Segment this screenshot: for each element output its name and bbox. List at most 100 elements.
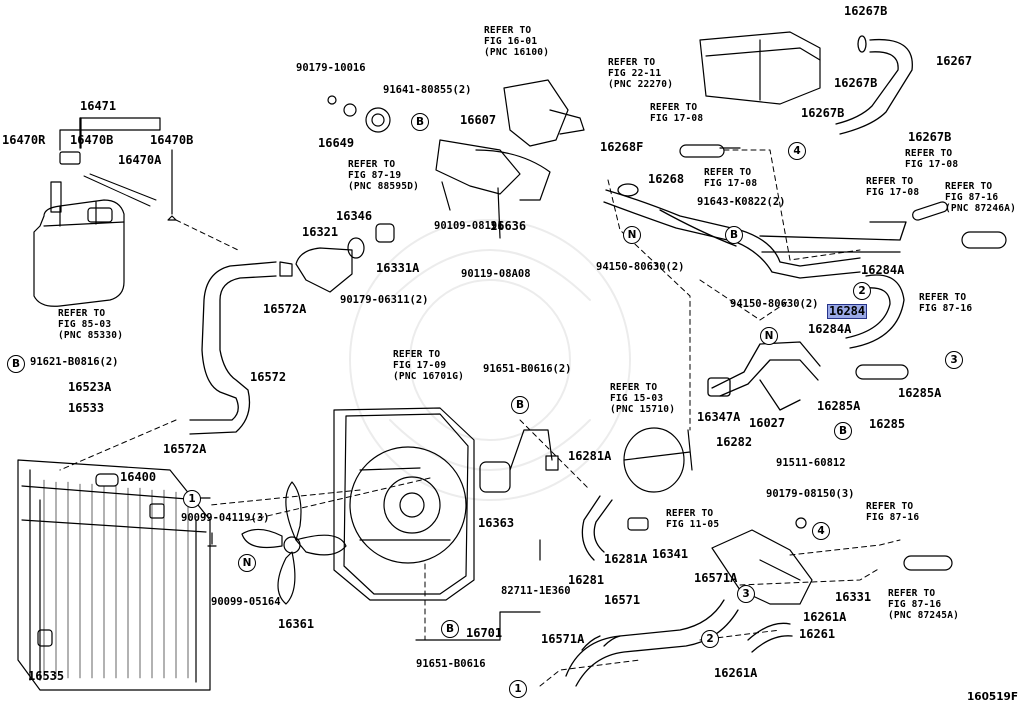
water-bypass-pipe-16027: [707, 341, 821, 411]
callout-marker-m3a: 3: [945, 351, 963, 369]
part-label-p16535[interactable]: 16535: [28, 669, 65, 683]
callout-marker-m4b: 4: [812, 522, 830, 540]
part-label-p16267b_4[interactable]: 16267B: [908, 130, 952, 144]
part-label-p16261a_1[interactable]: 16261A: [803, 610, 847, 624]
part-label-p16267b_2[interactable]: 16267B: [834, 76, 878, 90]
reference-note-r2[interactable]: REFER TO FIG 16-01 (PNC 16100): [484, 25, 550, 58]
part-label-p16321[interactable]: 16321: [302, 225, 339, 239]
part-label-p16347a[interactable]: 16347A: [697, 410, 741, 424]
part-label-p90099a[interactable]: 90099-04119(3): [181, 512, 270, 524]
part-label-p16285a_1[interactable]: 16285A: [817, 399, 861, 413]
reference-note-r10[interactable]: REFER TO FIG 87-16: [919, 292, 973, 314]
part-label-p16533[interactable]: 16533: [68, 401, 105, 415]
part-label-p90099b[interactable]: 90099-05164: [211, 596, 281, 608]
part-label-p16572[interactable]: 16572: [250, 370, 287, 384]
part-label-p90119[interactable]: 90119-08A08: [461, 268, 531, 280]
part-label-p16523a[interactable]: 16523A: [68, 380, 112, 394]
reference-note-r7[interactable]: REFER TO FIG 17-08: [905, 148, 959, 170]
part-label-p16284[interactable]: 16284: [826, 304, 868, 319]
part-label-p91651a[interactable]: 91651-B0616(2): [483, 363, 572, 375]
callout-marker-m4a: 4: [788, 142, 806, 160]
reference-note-r13[interactable]: REFER TO FIG 11-05: [666, 508, 720, 530]
part-label-p16331a[interactable]: 16331A: [376, 261, 420, 275]
part-label-p16281[interactable]: 16281: [568, 573, 605, 587]
part-label-p16268f[interactable]: 16268F: [600, 140, 644, 154]
hose-16267: [835, 35, 913, 135]
part-label-p16701[interactable]: 16701: [466, 626, 503, 640]
watermark-emblem: [349, 219, 631, 501]
part-label-p16470b_2[interactable]: 16470B: [150, 133, 194, 147]
fan-blade: [241, 481, 347, 605]
part-label-p90179c[interactable]: 90179-08150(3): [766, 488, 855, 500]
part-label-p16470a[interactable]: 16470A: [118, 153, 162, 167]
callout-marker-mN3: N: [238, 554, 256, 572]
part-label-p16261a_2[interactable]: 16261A: [714, 666, 758, 680]
part-label-p90179b[interactable]: 90179-06311(2): [340, 294, 429, 306]
part-label-p16331[interactable]: 16331: [835, 590, 872, 604]
figure-id: 160519F: [966, 691, 1018, 703]
part-label-p16267b_3[interactable]: 16267B: [801, 106, 845, 120]
part-label-p16363[interactable]: 16363: [478, 516, 515, 530]
part-label-p16027[interactable]: 16027: [749, 416, 786, 430]
reference-note-r3[interactable]: REFER TO FIG 87-19 (PNC 88595D): [348, 159, 420, 192]
part-label-p94150a[interactable]: 94150-80630(2): [596, 261, 685, 273]
part-label-p16261[interactable]: 16261: [799, 627, 836, 641]
water-inlet: [279, 223, 395, 293]
reference-note-r11[interactable]: REFER TO FIG 17-09 (PNC 16701G): [393, 349, 465, 382]
part-label-p16285[interactable]: 16285: [869, 417, 906, 431]
part-label-p16284a_2[interactable]: 16284A: [808, 322, 852, 336]
part-label-p16649[interactable]: 16649: [318, 136, 355, 150]
part-label-p91651b[interactable]: 91651-B0616: [416, 658, 486, 670]
reference-note-r4[interactable]: REFER TO FIG 22-11 (PNC 22270): [608, 57, 674, 90]
part-label-p16341[interactable]: 16341: [652, 547, 689, 561]
hose-16284: [845, 274, 905, 349]
reference-note-r1[interactable]: REFER TO FIG 85-03 (PNC 85330): [58, 308, 124, 341]
part-label-p16571[interactable]: 16571: [604, 593, 641, 607]
part-label-p16572a_1[interactable]: 16572A: [263, 302, 307, 316]
part-label-p16572a_2[interactable]: 16572A: [163, 442, 207, 456]
part-label-p16607[interactable]: 16607: [460, 113, 497, 127]
reservoir-tank: [33, 117, 177, 307]
part-label-p90179a[interactable]: 90179-10016: [296, 62, 366, 74]
part-label-p16470b_1[interactable]: 16470B: [70, 133, 114, 147]
part-label-p16571a_1[interactable]: 16571A: [694, 571, 738, 585]
reference-note-r8[interactable]: REFER TO FIG 17-08: [866, 176, 920, 198]
part-label-p16284a_1[interactable]: 16284A: [861, 263, 905, 277]
part-label-p16282[interactable]: 16282: [716, 435, 753, 449]
part-label-p16470r[interactable]: 16470R: [2, 133, 46, 147]
part-label-p16281a_2[interactable]: 16281A: [604, 552, 648, 566]
part-label-p94150b[interactable]: 94150-80630(2): [730, 298, 819, 310]
callout-marker-mB4: B: [725, 226, 743, 244]
part-label-p16267b_1[interactable]: 16267B: [844, 4, 888, 18]
part-label-p16268[interactable]: 16268: [648, 172, 685, 186]
upper-hose: [189, 261, 277, 435]
reference-note-r15[interactable]: REFER TO FIG 87-16 (PNC 87245A): [888, 588, 960, 621]
water-outlet: [627, 517, 813, 605]
part-label-p16281a_1[interactable]: 16281A: [568, 449, 612, 463]
reference-note-r5[interactable]: REFER TO FIG 17-08: [650, 102, 704, 124]
part-label-p90109[interactable]: 90109-08191: [434, 220, 504, 232]
part-label-p91643[interactable]: 91643-K0822(2): [697, 196, 786, 208]
part-label-p16285a_2[interactable]: 16285A: [898, 386, 942, 400]
callout-marker-mB1: B: [411, 113, 429, 131]
part-label-p82711[interactable]: 82711-1E360: [501, 585, 571, 597]
reference-note-r6[interactable]: REFER TO FIG 17-08: [704, 167, 758, 189]
part-label-p16571a_2[interactable]: 16571A: [541, 632, 585, 646]
part-label-p16267[interactable]: 16267: [936, 54, 973, 68]
reference-note-r14[interactable]: REFER TO FIG 87-16: [866, 501, 920, 523]
callout-marker-mN2: N: [760, 327, 778, 345]
part-label-p16361[interactable]: 16361: [278, 617, 315, 631]
callout-marker-mB6: B: [441, 620, 459, 638]
part-label-p16400[interactable]: 16400: [120, 470, 157, 484]
part-label-p91641[interactable]: 91641-80855(2): [383, 84, 472, 96]
part-label-p91511[interactable]: 91511-60812: [776, 457, 846, 469]
part-label-p16346[interactable]: 16346: [336, 209, 373, 223]
part-label-p16471[interactable]: 16471: [80, 99, 117, 113]
oil-cooler: [623, 427, 693, 493]
part-label-p91621[interactable]: 91621-B0816(2): [30, 356, 119, 368]
part-label-p16636[interactable]: 16636: [490, 219, 527, 233]
short-hoses: [679, 144, 1007, 571]
reference-note-r9[interactable]: REFER TO FIG 87-16 (PNC 87246A): [945, 181, 1017, 214]
reference-note-r12[interactable]: REFER TO FIG 15-03 (PNC 15710): [610, 382, 676, 415]
bracket-assembly: [327, 79, 585, 239]
